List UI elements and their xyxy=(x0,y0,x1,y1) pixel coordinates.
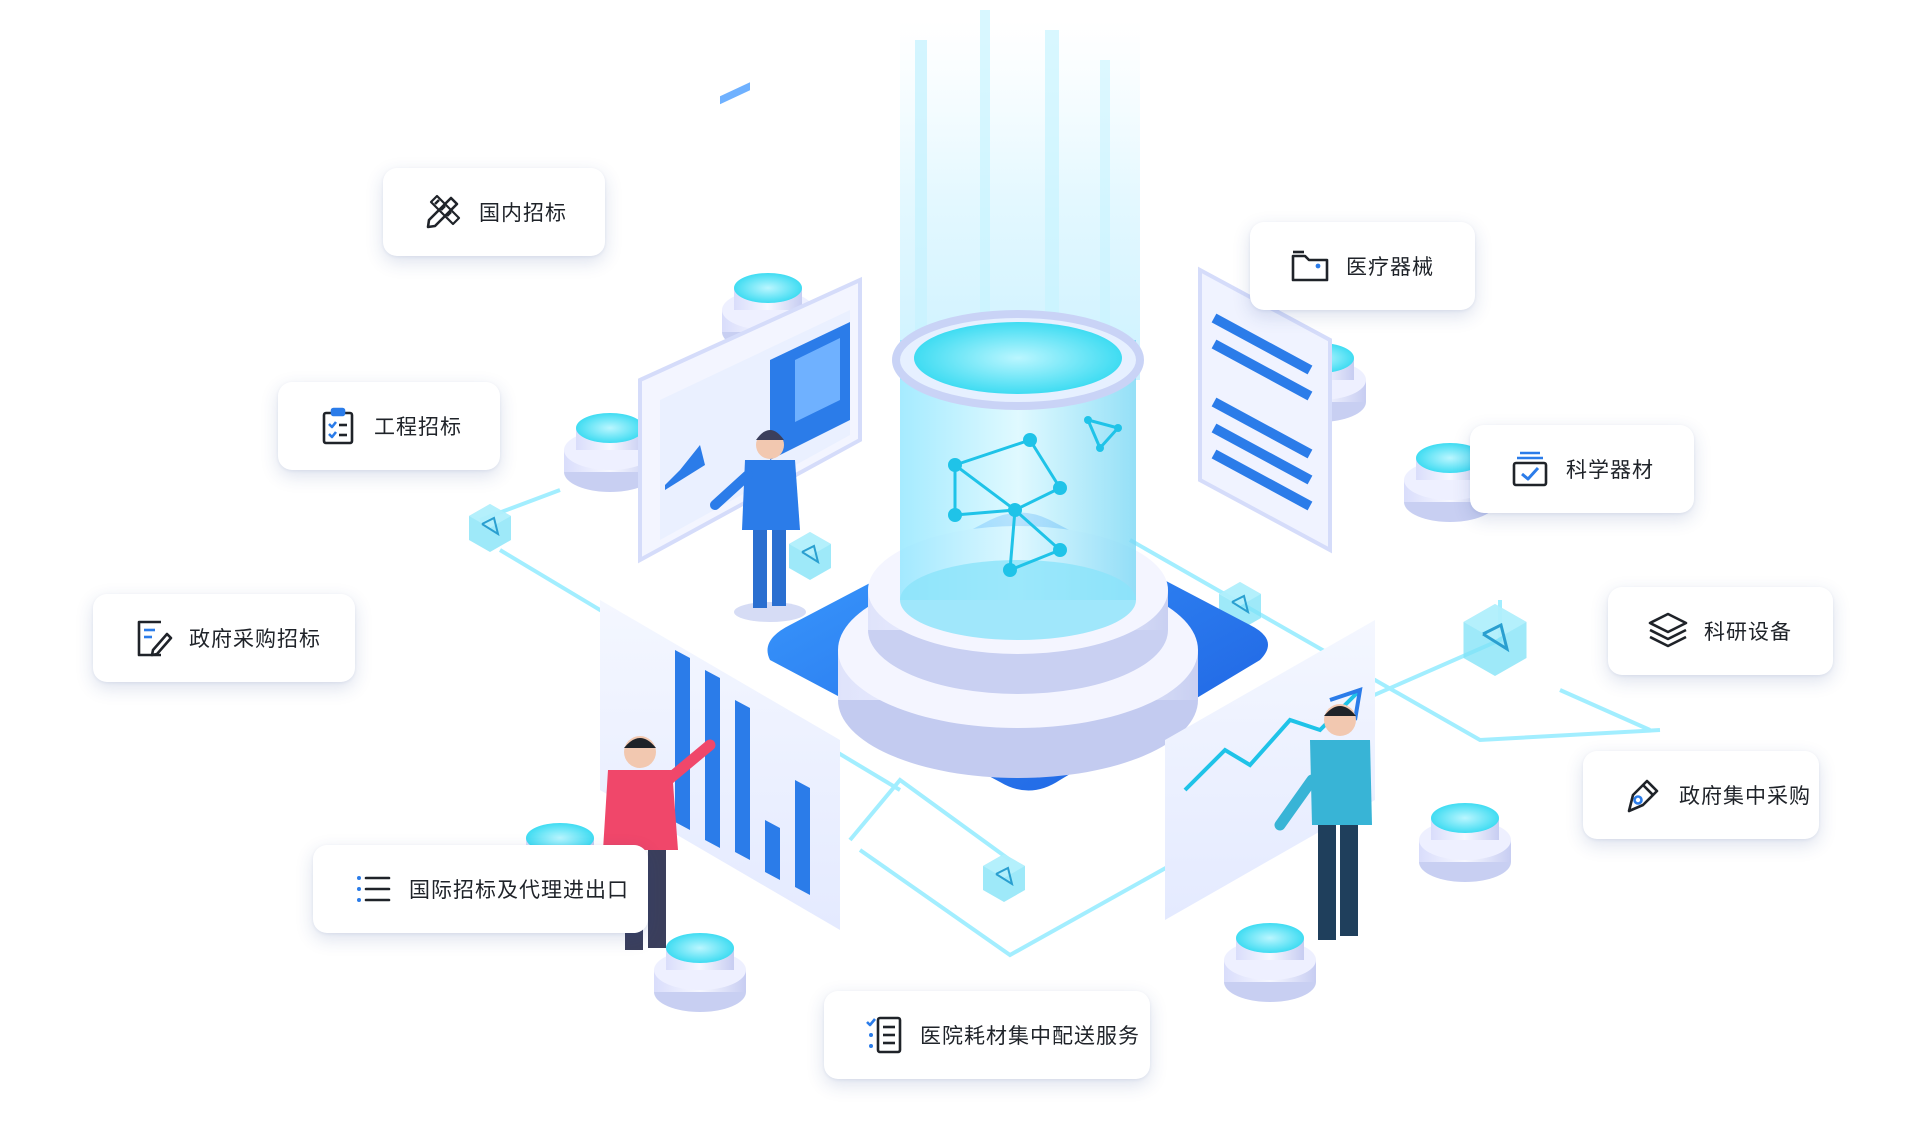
category-label: 医院耗材集中配送服务 xyxy=(920,1024,1140,1048)
bar-chart-panel xyxy=(600,600,840,930)
category-label: 工程招标 xyxy=(374,415,462,439)
category-card-international-bidding-agency-import-export[interactable]: 国际招标及代理进出口 xyxy=(313,845,648,933)
person-teal xyxy=(1274,704,1372,940)
category-card-engineering-bidding[interactable]: 工程招标 xyxy=(278,382,500,470)
document-panel xyxy=(1198,266,1332,554)
category-label: 政府集中采购 xyxy=(1679,784,1811,808)
category-card-scientific-equipment[interactable]: 科学器材 xyxy=(1470,425,1694,513)
pen-nib-icon xyxy=(1627,779,1659,813)
category-card-domestic-bidding[interactable]: 国内招标 xyxy=(383,168,605,256)
category-label: 医疗器械 xyxy=(1346,255,1434,279)
category-card-hospital-consumables-delivery[interactable]: 医院耗材集中配送服务 xyxy=(824,991,1150,1079)
category-card-government-procurement-bidding[interactable]: 政府采购招标 xyxy=(93,594,355,682)
layers-icon xyxy=(1648,612,1688,648)
category-label: 科研设备 xyxy=(1704,620,1792,644)
clipboard-checklist-icon xyxy=(322,407,354,445)
folder-icon xyxy=(1291,250,1329,282)
category-card-government-centralized-procurement[interactable]: 政府集中采购 xyxy=(1583,751,1819,839)
hex-node-icon xyxy=(788,531,832,581)
monitor-panel xyxy=(638,82,862,564)
puck xyxy=(1419,803,1511,882)
person-presenter xyxy=(710,430,806,622)
list-icon xyxy=(357,876,391,902)
checked-box-icon xyxy=(1512,451,1548,487)
category-label: 政府采购招标 xyxy=(189,627,321,651)
edit-document-icon xyxy=(137,620,173,657)
hex-node-icon xyxy=(982,853,1026,903)
category-label: 国际招标及代理进出口 xyxy=(409,878,629,902)
puck xyxy=(1224,923,1316,1002)
task-list-icon xyxy=(866,1016,902,1054)
data-cylinder xyxy=(892,310,1144,640)
category-card-medical-devices[interactable]: 医疗器械 xyxy=(1250,222,1475,310)
category-label: 国内招标 xyxy=(479,201,567,225)
puck xyxy=(654,933,746,1012)
pencil-ruler-icon xyxy=(426,194,461,229)
category-card-research-equipment[interactable]: 科研设备 xyxy=(1608,587,1833,675)
large-hex-node-icon xyxy=(1462,602,1528,678)
category-label: 科学器材 xyxy=(1566,458,1654,482)
